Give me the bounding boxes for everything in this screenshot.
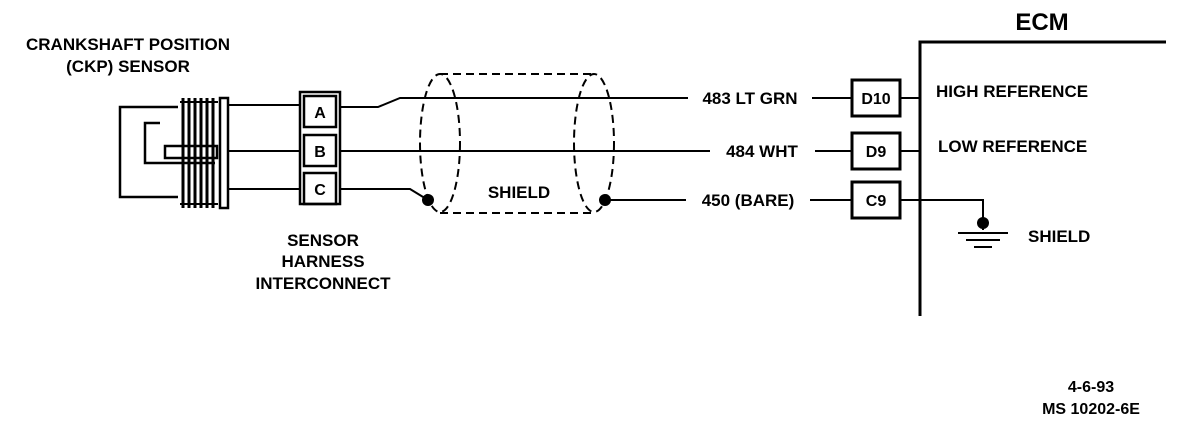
wire-483-lt-grn xyxy=(340,97,688,108)
function-high-reference: HIGH REFERENCE xyxy=(936,82,1088,101)
connector-cavity-a xyxy=(302,94,338,129)
ecm-terminal-d10: D10 xyxy=(850,78,920,118)
ecm-title: ECM xyxy=(1015,9,1068,36)
connector-label-line3: INTERCONNECT xyxy=(255,274,391,293)
function-low-reference: LOW REFERENCE xyxy=(938,137,1087,156)
shield-drain-dot-left xyxy=(422,194,434,206)
sensor-title-line1: CRANKSHAFT POSITION xyxy=(26,35,230,54)
connector-label-line2: HARNESS xyxy=(281,252,364,271)
ground-symbol xyxy=(920,199,1008,248)
circuit-label-484: 484 WHT xyxy=(726,142,798,161)
terminal-label-d9: D9 xyxy=(866,144,887,161)
cable-shield xyxy=(419,73,615,214)
terminal-label-c9: C9 xyxy=(866,193,887,210)
ckp-sensor-body xyxy=(118,96,230,210)
connector-pin-c: C xyxy=(314,182,326,199)
ecm-terminal-d9: D9 xyxy=(850,131,920,171)
footer-date: 4-6-93 xyxy=(1068,379,1114,396)
shield-label: SHIELD xyxy=(488,183,550,202)
terminal-label-d10: D10 xyxy=(861,91,890,108)
ecm-shield-label: SHIELD xyxy=(1028,227,1090,246)
connector-pin-a: A xyxy=(314,105,326,122)
shield-drain-dot-right xyxy=(599,194,611,206)
ecm-outline xyxy=(918,40,1166,316)
circuit-label-483: 483 LT GRN xyxy=(702,89,797,108)
connector-cavity-b xyxy=(302,133,338,168)
harness-connector: A B C xyxy=(298,90,342,206)
wire-c-to-shield xyxy=(340,188,429,201)
connector-cavity-c xyxy=(302,171,338,206)
connector-pin-b: B xyxy=(314,144,326,161)
circuit-label-450: 450 (BARE) xyxy=(702,191,795,210)
sensor-title-line2: (CKP) SENSOR xyxy=(66,57,190,76)
ground-splice-dot xyxy=(977,217,989,229)
connector-label-line1: SENSOR xyxy=(287,231,359,250)
footer-code: MS 10202-6E xyxy=(1042,401,1140,418)
ecm-terminal-c9: C9 xyxy=(850,180,920,220)
